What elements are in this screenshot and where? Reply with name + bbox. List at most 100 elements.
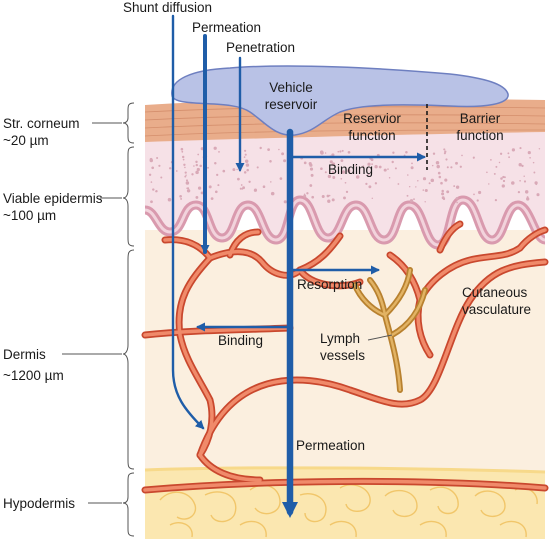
epidermis-dot: [337, 150, 340, 153]
label-viable-epidermis: Viable epidermis: [3, 191, 103, 206]
epidermis-dot: [511, 148, 516, 152]
epidermis-dot: [186, 189, 191, 193]
epidermis-dot: [246, 168, 249, 172]
diagram-labels: Shunt diffusion Permeation Penetration V…: [3, 0, 531, 511]
epidermis-dot: [199, 164, 202, 168]
epidermis-dot: [441, 189, 444, 193]
layer-braces: [122, 102, 135, 537]
label-permeation-bottom: Permeation: [296, 438, 365, 453]
epidermis-dot: [195, 195, 199, 199]
epidermis-dot: [160, 176, 163, 179]
epidermis-dot: [149, 158, 154, 163]
epidermis-dot: [232, 168, 236, 172]
epidermis-dot: [156, 156, 159, 160]
epidermis-dot: [455, 185, 460, 189]
transport-arrows: [171, 14, 426, 518]
epidermis-dot: [193, 165, 195, 167]
epidermis-dot: [270, 191, 275, 196]
epidermis-dot: [476, 199, 479, 202]
epidermis-dot: [378, 165, 382, 169]
epidermis-dot: [411, 162, 413, 165]
epidermis-dot: [216, 173, 219, 177]
epidermis-dot: [406, 194, 409, 197]
epidermis-dot: [180, 147, 184, 151]
epidermis-dot: [195, 170, 199, 175]
epidermis-dot: [155, 190, 157, 193]
brace-viable-epidermis: [122, 146, 135, 247]
label-vehicle-line1: Vehicle: [269, 80, 313, 95]
epidermis-dot: [436, 164, 440, 169]
epidermis-dot: [428, 182, 431, 185]
epidermis-dot: [200, 147, 204, 151]
epidermis-dot: [187, 187, 190, 190]
epidermis-dot: [455, 161, 458, 165]
epidermis-dot: [518, 163, 522, 167]
epidermis-dot: [430, 178, 435, 183]
label-hypodermis: Hypodermis: [3, 496, 75, 511]
epidermis-dot: [493, 172, 496, 175]
epidermis-dot: [478, 190, 482, 195]
epidermis-dot: [244, 159, 249, 163]
epidermis-dot: [242, 186, 246, 190]
label-dermis-depth: ~1200 µm: [3, 368, 64, 383]
epidermis-dot: [437, 171, 441, 175]
epidermis-dot: [320, 167, 323, 170]
epidermis-dot: [387, 168, 389, 170]
epidermis-dot: [182, 158, 185, 161]
label-binding-dermis: Binding: [218, 333, 263, 348]
epidermis-dot: [526, 197, 530, 201]
epidermis-dot: [472, 156, 475, 159]
viable-epidermis-layer: [145, 130, 545, 245]
label-cutaneous-line1: Cutaneous: [462, 285, 528, 300]
shunt-diffusion-arrow: [171, 14, 205, 430]
epidermis-dot: [259, 146, 262, 150]
epidermis-dot: [281, 152, 285, 156]
epidermis-dot: [197, 186, 202, 190]
epidermis-dot: [244, 149, 247, 152]
epidermis-dot: [253, 188, 258, 192]
epidermis-dot: [523, 175, 525, 178]
epidermis-dot: [365, 182, 368, 186]
epidermis-dot: [342, 171, 346, 174]
label-dermis: Dermis: [3, 347, 46, 362]
epidermis-dot: [517, 190, 521, 194]
epidermis-dot: [511, 181, 515, 185]
epidermis-dot: [303, 161, 307, 165]
epidermis-dot: [367, 173, 370, 176]
epidermis-dot: [197, 153, 200, 156]
epidermis-dot: [179, 194, 182, 198]
epidermis-dot: [368, 185, 372, 189]
epidermis-dot: [195, 163, 198, 167]
epidermis-dot: [440, 181, 443, 185]
label-barrier-function-line1: Barrier: [460, 111, 501, 126]
epidermis-dot: [445, 158, 448, 161]
epidermis-dot: [432, 152, 436, 155]
epidermis-dot: [283, 200, 287, 204]
epidermis-dot: [200, 191, 204, 195]
epidermis-dot: [362, 165, 365, 168]
epidermis-dot: [374, 165, 378, 169]
epidermis-dot: [148, 173, 152, 176]
epidermis-dot: [391, 160, 394, 164]
epidermis-dot: [327, 174, 332, 179]
epidermis-dot: [150, 200, 153, 204]
epidermis-dot: [319, 150, 324, 154]
epidermis-dot: [214, 161, 217, 165]
epidermis-dot: [500, 177, 503, 180]
epidermis-dot: [488, 183, 490, 185]
epidermis-dot: [408, 185, 411, 188]
epidermis-dot: [283, 159, 287, 163]
epidermis-dot: [486, 171, 488, 174]
epidermis-dot: [498, 161, 501, 164]
dermis-layer: [145, 230, 545, 485]
epidermis-dot: [239, 187, 242, 190]
epidermis-dot: [152, 188, 155, 191]
epidermis-dot: [535, 183, 538, 186]
epidermis-dot: [453, 185, 456, 188]
epidermis-dot: [327, 199, 331, 203]
epidermis-dot: [538, 148, 541, 150]
label-permeation-top: Permeation: [192, 20, 261, 35]
epidermis-dot: [184, 175, 187, 178]
label-stratum-corneum-depth: ~20 µm: [3, 133, 49, 148]
epidermis-dot: [236, 168, 238, 171]
